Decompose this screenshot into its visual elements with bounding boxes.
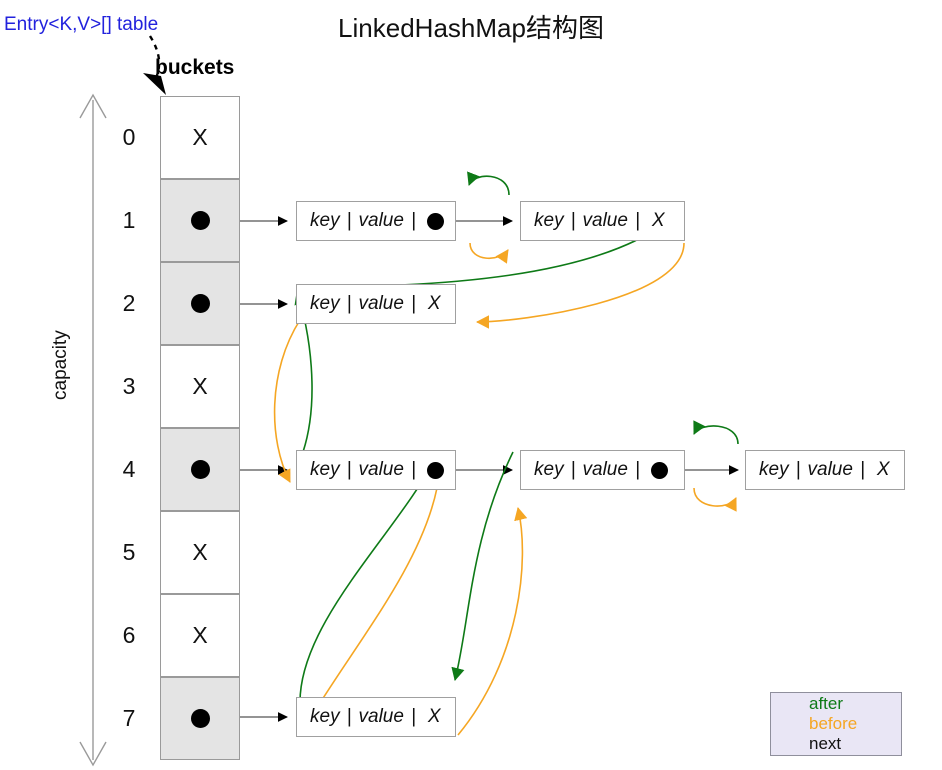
bucket-index-7: 7	[122, 705, 136, 731]
node-value: value	[582, 210, 628, 231]
bucket-index-0: 0	[122, 124, 136, 150]
next-null-marker: X	[651, 210, 665, 231]
legend: after before next	[770, 692, 902, 756]
capacity-label: capacity	[50, 330, 71, 400]
node-value: value	[582, 459, 628, 480]
node-key: key	[534, 210, 564, 231]
node-sep: |	[634, 459, 640, 480]
buckets-label: buckets	[155, 56, 235, 79]
entry-node-n4b[interactable]: key | value |	[520, 450, 685, 490]
entry-node-n2a[interactable]: key | value | X	[296, 284, 456, 324]
node-key: key	[310, 293, 340, 314]
node-sep: |	[346, 706, 352, 727]
null-marker: X	[192, 124, 208, 150]
node-sep: |	[859, 459, 865, 480]
entry-node-n4c[interactable]: key | value | X	[745, 450, 905, 490]
bucket-index-3: 3	[122, 373, 136, 399]
node-value: value	[358, 210, 404, 231]
next-null-marker: X	[427, 706, 441, 727]
node-sep: |	[410, 293, 416, 314]
node-sep: |	[795, 459, 801, 480]
capacity-arrow	[79, 93, 107, 767]
next-null-marker: X	[427, 293, 441, 314]
bucket-index-4: 4	[122, 456, 136, 482]
legend-label-before: before	[809, 714, 858, 733]
node-key: key	[310, 706, 340, 727]
node-sep: |	[346, 293, 352, 314]
bucket-index-1: 1	[122, 207, 136, 233]
node-sep: |	[570, 210, 576, 231]
bucket-cell-4[interactable]	[160, 428, 240, 511]
node-value: value	[358, 293, 404, 314]
bucket-cell-7[interactable]	[160, 677, 240, 760]
bucket-cell-2[interactable]	[160, 262, 240, 345]
next-pointer-dot-icon	[650, 461, 668, 479]
bucket-index-6: 6	[122, 622, 136, 648]
bucket-index-5: 5	[122, 539, 136, 565]
bucket-index-2: 2	[122, 290, 136, 316]
bucket-cell-5[interactable]: X	[160, 511, 240, 594]
table-label-leader	[143, 35, 166, 95]
null-marker: X	[192, 539, 208, 565]
pointer-dot-icon	[190, 211, 210, 230]
node-key: key	[759, 459, 789, 480]
node-sep: |	[346, 459, 352, 480]
bucket-cell-0[interactable]: X	[160, 96, 240, 179]
legend-label-next: next	[809, 734, 842, 753]
null-marker: X	[192, 622, 208, 648]
node-key: key	[534, 459, 564, 480]
pointer-dot-icon	[190, 460, 210, 479]
next-pointer-dot-icon	[426, 212, 444, 230]
before-links	[273, 242, 737, 736]
null-marker: X	[192, 373, 208, 399]
entry-node-n1b[interactable]: key | value | X	[520, 201, 685, 241]
pointer-dot-icon	[190, 709, 210, 728]
node-sep: |	[410, 706, 416, 727]
after-links	[294, 171, 739, 703]
node-sep: |	[410, 210, 416, 231]
bucket-cell-1[interactable]	[160, 179, 240, 262]
node-value: value	[807, 459, 853, 480]
next-pointer-dot-icon	[426, 461, 444, 479]
bucket-cell-3[interactable]: X	[160, 345, 240, 428]
pointer-dot-icon	[190, 294, 210, 313]
page-title: LinkedHashMap结构图	[338, 13, 604, 43]
legend-label-after: after	[809, 694, 844, 713]
entry-node-n7a[interactable]: key | value | X	[296, 697, 456, 737]
node-sep: |	[570, 459, 576, 480]
node-sep: |	[410, 459, 416, 480]
node-key: key	[310, 210, 340, 231]
entry-node-n1a[interactable]: key | value |	[296, 201, 456, 241]
node-value: value	[358, 459, 404, 480]
node-sep: |	[346, 210, 352, 231]
bucket-cell-6[interactable]: X	[160, 594, 240, 677]
node-value: value	[358, 706, 404, 727]
entry-array-label: Entry<K,V>[] table	[4, 14, 159, 35]
node-sep: |	[634, 210, 640, 231]
next-null-marker: X	[876, 459, 890, 480]
node-key: key	[310, 459, 340, 480]
entry-node-n4a[interactable]: key | value |	[296, 450, 456, 490]
